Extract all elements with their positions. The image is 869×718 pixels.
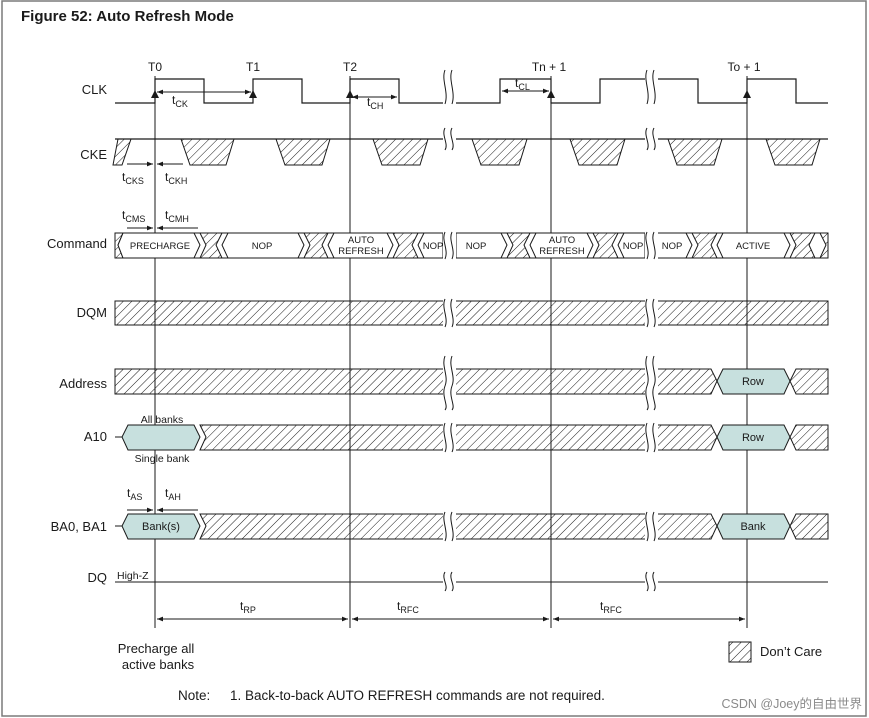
a10-all-banks-value <box>121 424 201 451</box>
svg-text:tCKH: tCKH <box>165 170 187 186</box>
ba-bank-label: Bank <box>740 521 766 533</box>
timing-tcks: tCKS <box>122 161 153 186</box>
cmd-auto-refresh-1-label-line1: AUTO <box>348 235 374 246</box>
timing-tah: tAH <box>157 486 198 513</box>
clock-label-t2: T2 <box>343 60 357 74</box>
cmd-nop-4-label: NOP <box>623 241 644 252</box>
cmd-auto-refresh-2 <box>529 232 594 259</box>
timing-tch: tCH <box>352 94 397 111</box>
signal-label-ba: BA0, BA1 <box>51 519 107 534</box>
ba-bus: Bank(s) Bank <box>115 513 829 540</box>
cmd-auto-refresh-1-label-line2: REFRESH <box>338 246 384 257</box>
clock-label-t0: T0 <box>148 60 162 74</box>
cmd-nop-1-label: NOP <box>252 241 273 252</box>
legend-dont-care-swatch <box>728 641 752 663</box>
cmd-active-label: ACTIVE <box>736 241 770 252</box>
signal-label-command: Command <box>47 236 107 251</box>
timing-tckh: tCKH <box>157 161 187 186</box>
svg-text:tRFC: tRFC <box>600 599 622 615</box>
cmd-nop-4 <box>617 232 646 259</box>
legend-dont-care-label: Don’t Care <box>760 644 822 659</box>
cmd-nop-2-label: NOP <box>423 241 444 252</box>
clock-label-tn1: Tn + 1 <box>532 60 567 74</box>
a10-single-bank-label: Single bank <box>135 453 191 465</box>
interval-trp: tRP <box>157 599 348 622</box>
watermark-text: CSDN @Joey的自由世界 <box>722 696 863 711</box>
note-text: 1. Back-to-back AUTO REFRESH commands ar… <box>230 688 605 703</box>
dqm-dont-care-bar <box>114 300 829 326</box>
svg-text:tCH: tCH <box>367 95 383 111</box>
note-label: Note: <box>178 688 210 703</box>
cmd-nop-1 <box>221 232 305 259</box>
clk-rising-edge-arrows <box>151 90 751 98</box>
a10-bus: All banks Single bank Row <box>115 414 829 465</box>
svg-text:tAS: tAS <box>127 486 142 502</box>
figure-title: Figure 52: Auto Refresh Mode <box>21 8 234 25</box>
clk-waveform <box>115 78 828 104</box>
signal-label-a10: A10 <box>84 429 107 444</box>
address-row-label: Row <box>742 376 764 388</box>
time-break-marker-1 <box>443 69 456 600</box>
precharge-annotation-line1: Precharge all <box>118 641 195 656</box>
svg-text:tAH: tAH <box>165 486 181 502</box>
clock-label-t1: T1 <box>246 60 260 74</box>
command-bus: PRECHARGE NOP AUTO REFRESH NOP NOP AUTO … <box>114 232 829 259</box>
cmd-auto-refresh-1 <box>327 232 394 259</box>
a10-row-value <box>716 424 791 451</box>
signal-label-clk: CLK <box>82 82 108 97</box>
signal-label-address: Address <box>59 376 107 391</box>
time-break-marker-2 <box>645 69 658 600</box>
address-row-value <box>716 368 791 395</box>
cmd-precharge <box>117 232 201 259</box>
cmd-nop-5-label: NOP <box>662 241 683 252</box>
timing-tcmh: tCMH <box>157 208 198 231</box>
svg-text:tCK: tCK <box>172 93 188 109</box>
clock-label-to1: To + 1 <box>727 60 760 74</box>
legend: Don’t Care <box>728 641 822 663</box>
cmd-nop-3-label: NOP <box>466 241 487 252</box>
cmd-precharge-label: PRECHARGE <box>130 241 190 252</box>
signal-label-cke: CKE <box>80 147 107 162</box>
a10-all-banks-label: All banks <box>141 414 184 426</box>
signal-label-dqm: DQM <box>77 305 107 320</box>
precharge-annotation-line2: active banks <box>122 657 195 672</box>
cmd-auto-refresh-2-label-line2: REFRESH <box>539 246 585 257</box>
signal-label-dq: DQ <box>88 570 108 585</box>
cmd-active <box>716 232 791 259</box>
svg-text:tCKS: tCKS <box>122 170 144 186</box>
command-dont-care-segments <box>114 232 829 259</box>
timing-tcms: tCMS <box>122 208 153 231</box>
timing-tck: tCK <box>157 89 251 109</box>
interval-trfc-1: tRFC <box>352 599 549 622</box>
svg-text:tCL: tCL <box>515 76 530 92</box>
svg-text:tCMS: tCMS <box>122 208 145 224</box>
dq-highz-label: High-Z <box>117 570 149 582</box>
timing-tas: tAS <box>127 486 153 513</box>
interval-trfc-2: tRFC <box>553 599 745 622</box>
timing-tcl: tCL <box>502 76 549 94</box>
address-bus: Row <box>114 368 829 395</box>
a10-row-label: Row <box>742 432 764 444</box>
svg-text:tCMH: tCMH <box>165 208 189 224</box>
ba-bank-value <box>716 513 791 540</box>
cmd-nop-2 <box>417 232 444 259</box>
svg-text:tRP: tRP <box>240 599 256 615</box>
svg-text:tRFC: tRFC <box>397 599 419 615</box>
dq-line: High-Z <box>115 570 828 583</box>
cmd-auto-refresh-2-label-line1: AUTO <box>549 235 575 246</box>
ba-banks-label: Bank(s) <box>142 521 180 533</box>
cke-waveform <box>112 138 828 166</box>
